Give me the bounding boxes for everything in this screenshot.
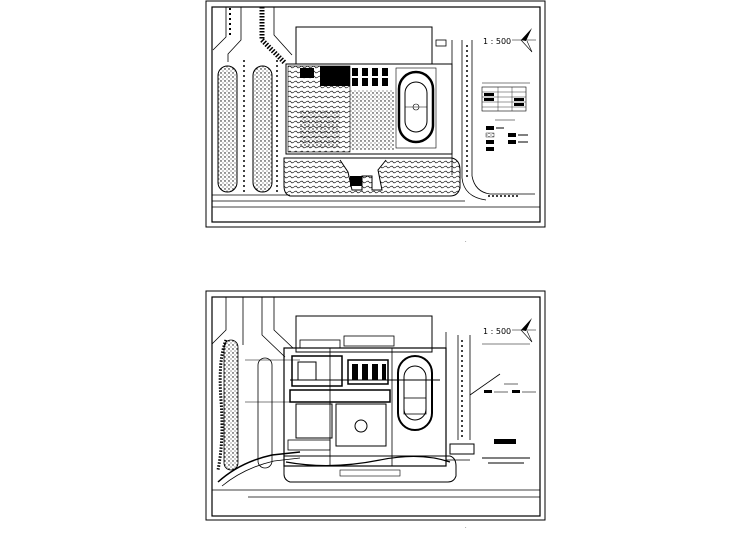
north-arrow-icon [512,318,536,343]
road-edge [212,7,227,51]
road-curve [471,175,535,195]
hatched-path [259,7,287,65]
sheet-frame-outer [205,0,546,228]
building [299,339,341,349]
leader-line [469,373,501,396]
building-north [295,315,433,353]
building-row [339,469,401,477]
road-edge [211,297,227,345]
scale-label: 1 : 500 [483,327,511,336]
building-wing [372,364,378,380]
curved-road [217,451,301,483]
field-center-circle [412,103,420,111]
road-edge [273,297,294,349]
drawing-sheet-2: 1 : 500 [205,290,546,521]
page-dot: . [465,238,467,244]
scale-label: 1 : 500 [483,37,511,46]
gate-structure [350,176,362,186]
road-edge [261,297,286,358]
building-small [435,39,447,47]
gate-structure [449,443,475,455]
road-edge [273,7,293,56]
building-cluster [320,66,350,86]
green-belt-right [257,357,273,469]
building-wing [352,364,358,380]
building-north [295,26,433,65]
road-edge [227,7,242,62]
drawing-sheet-1: 1 : 500 [205,0,546,228]
sheet-frame-inner [211,296,541,517]
building-wing [362,364,368,380]
campus-green [350,90,394,150]
green-belt-left [223,339,239,471]
building-block [347,359,389,385]
pipe-corridor [289,389,391,403]
south-green-band [283,455,457,483]
campus-green [300,110,340,148]
hatched-path [216,339,228,471]
green-belt-left [217,65,238,193]
sheet-frame-outer [205,290,546,521]
curved-road [221,457,301,487]
green-belt-right [252,65,273,193]
sheet-frame-inner [211,6,541,223]
road-curve [461,177,487,201]
building-block [335,403,387,447]
road-edge [445,440,470,461]
track-inner [403,365,427,421]
pipe-line [285,455,451,467]
central-plaza [354,419,368,433]
legend-block [494,439,516,444]
legend-table [481,82,530,151]
building-block [295,403,333,439]
north-arrow-icon [512,28,536,53]
building-block [291,355,343,387]
building [343,335,395,347]
running-track [397,355,433,431]
page-dot: . [465,524,467,530]
building-block [297,361,317,381]
legend-items [482,383,536,464]
building-cluster [300,68,314,78]
running-track [397,70,435,144]
building-wing [382,364,386,380]
building [287,439,331,451]
field-box [403,397,427,415]
